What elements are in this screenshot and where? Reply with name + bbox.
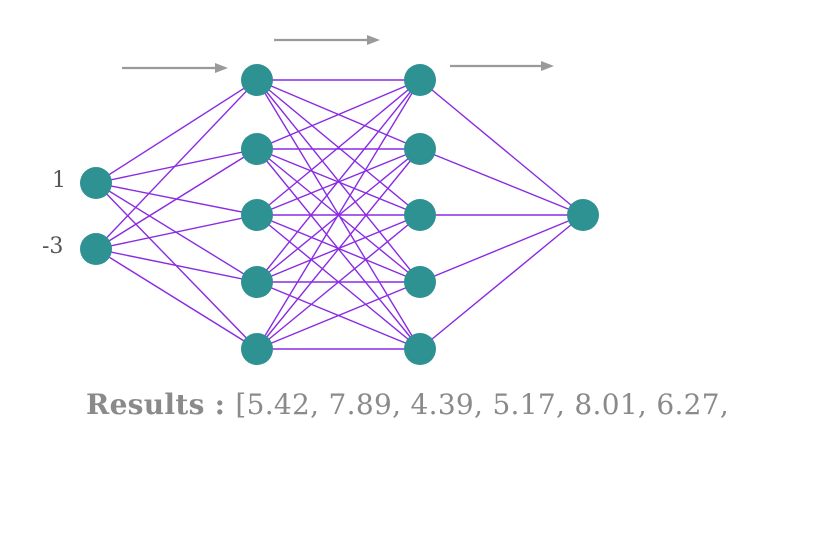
connection-l2-3-0 xyxy=(419,214,584,283)
node-layer2-1 xyxy=(404,133,436,165)
results-label: Results : xyxy=(86,388,226,421)
node-layer1-0 xyxy=(241,64,273,96)
flow-arrows xyxy=(122,35,554,73)
node-layer2-3 xyxy=(404,266,436,298)
node-layer3-0 xyxy=(567,199,599,231)
connection-l0-1-0 xyxy=(95,79,258,250)
connection-l0-1-2 xyxy=(95,214,258,250)
connection-l0-1-3 xyxy=(95,248,258,283)
node-layer1-1 xyxy=(241,133,273,165)
node-layer1-4 xyxy=(241,333,273,365)
results-text: Results : [5.42, 7.89, 4.39, 5.17, 8.01,… xyxy=(86,388,729,421)
network-nodes xyxy=(80,64,599,365)
connection-l2-1-0 xyxy=(419,148,584,216)
connection-l1-2-0 xyxy=(256,79,421,216)
input-value-1: 1 xyxy=(52,168,66,193)
connection-l1-1-0 xyxy=(256,79,421,150)
results-values: [5.42, 7.89, 4.39, 5.17, 8.01, 6.27, xyxy=(235,388,730,421)
connection-l0-1-4 xyxy=(95,248,258,350)
node-layer0-0 xyxy=(80,167,112,199)
connection-l0-1-1 xyxy=(95,148,258,250)
connection-l2-4-0 xyxy=(419,214,584,350)
connection-l1-3-0 xyxy=(256,79,421,283)
connection-l1-4-3 xyxy=(256,281,421,350)
node-layer1-2 xyxy=(241,199,273,231)
input-value-2: -3 xyxy=(42,234,64,259)
node-layer2-2 xyxy=(404,199,436,231)
connection-l2-0-0 xyxy=(419,79,584,216)
network-connections xyxy=(95,79,584,350)
node-layer2-0 xyxy=(404,64,436,96)
connection-l1-4-0 xyxy=(256,79,421,350)
connection-l0-0-0 xyxy=(95,79,258,184)
flow-arrow-0 xyxy=(122,63,228,73)
connection-l1-4-2 xyxy=(256,214,421,350)
flow-arrow-2 xyxy=(450,61,554,71)
connection-l0-0-1 xyxy=(95,148,258,184)
node-layer0-1 xyxy=(80,233,112,265)
node-layer2-4 xyxy=(404,333,436,365)
node-layer1-3 xyxy=(241,266,273,298)
connection-l1-4-1 xyxy=(256,148,421,350)
flow-arrow-1 xyxy=(274,35,380,45)
